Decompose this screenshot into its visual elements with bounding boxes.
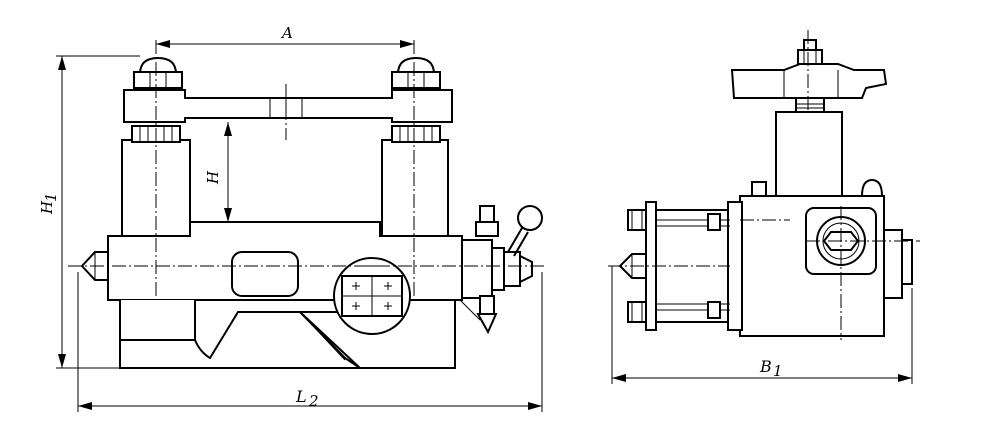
label-A: A bbox=[280, 24, 293, 42]
dimension-H: H bbox=[204, 122, 232, 222]
top-bar bbox=[123, 89, 453, 123]
dimension-B1: B 1 bbox=[611, 266, 913, 384]
dimension-A: A bbox=[156, 24, 414, 48]
dimension-L2: L 2 bbox=[77, 272, 543, 412]
label-H1-sub: 1 bbox=[42, 192, 60, 202]
label-B1-sub: 1 bbox=[773, 362, 783, 380]
dimension-H1: H 1 bbox=[38, 55, 140, 369]
side-view: B 1 bbox=[608, 30, 920, 384]
lever-knob bbox=[517, 205, 543, 231]
right-column bbox=[381, 139, 449, 237]
label-H1: H bbox=[38, 200, 56, 215]
label-L2-sub: 2 bbox=[308, 392, 319, 410]
label-L2: L bbox=[295, 387, 307, 406]
label-H: H bbox=[204, 170, 222, 185]
label-B1: B bbox=[759, 357, 772, 376]
side-housing bbox=[461, 239, 493, 299]
top-handle bbox=[730, 63, 888, 99]
front-view: A H H 1 L 2 bbox=[38, 24, 545, 412]
window-slot bbox=[231, 251, 299, 297]
